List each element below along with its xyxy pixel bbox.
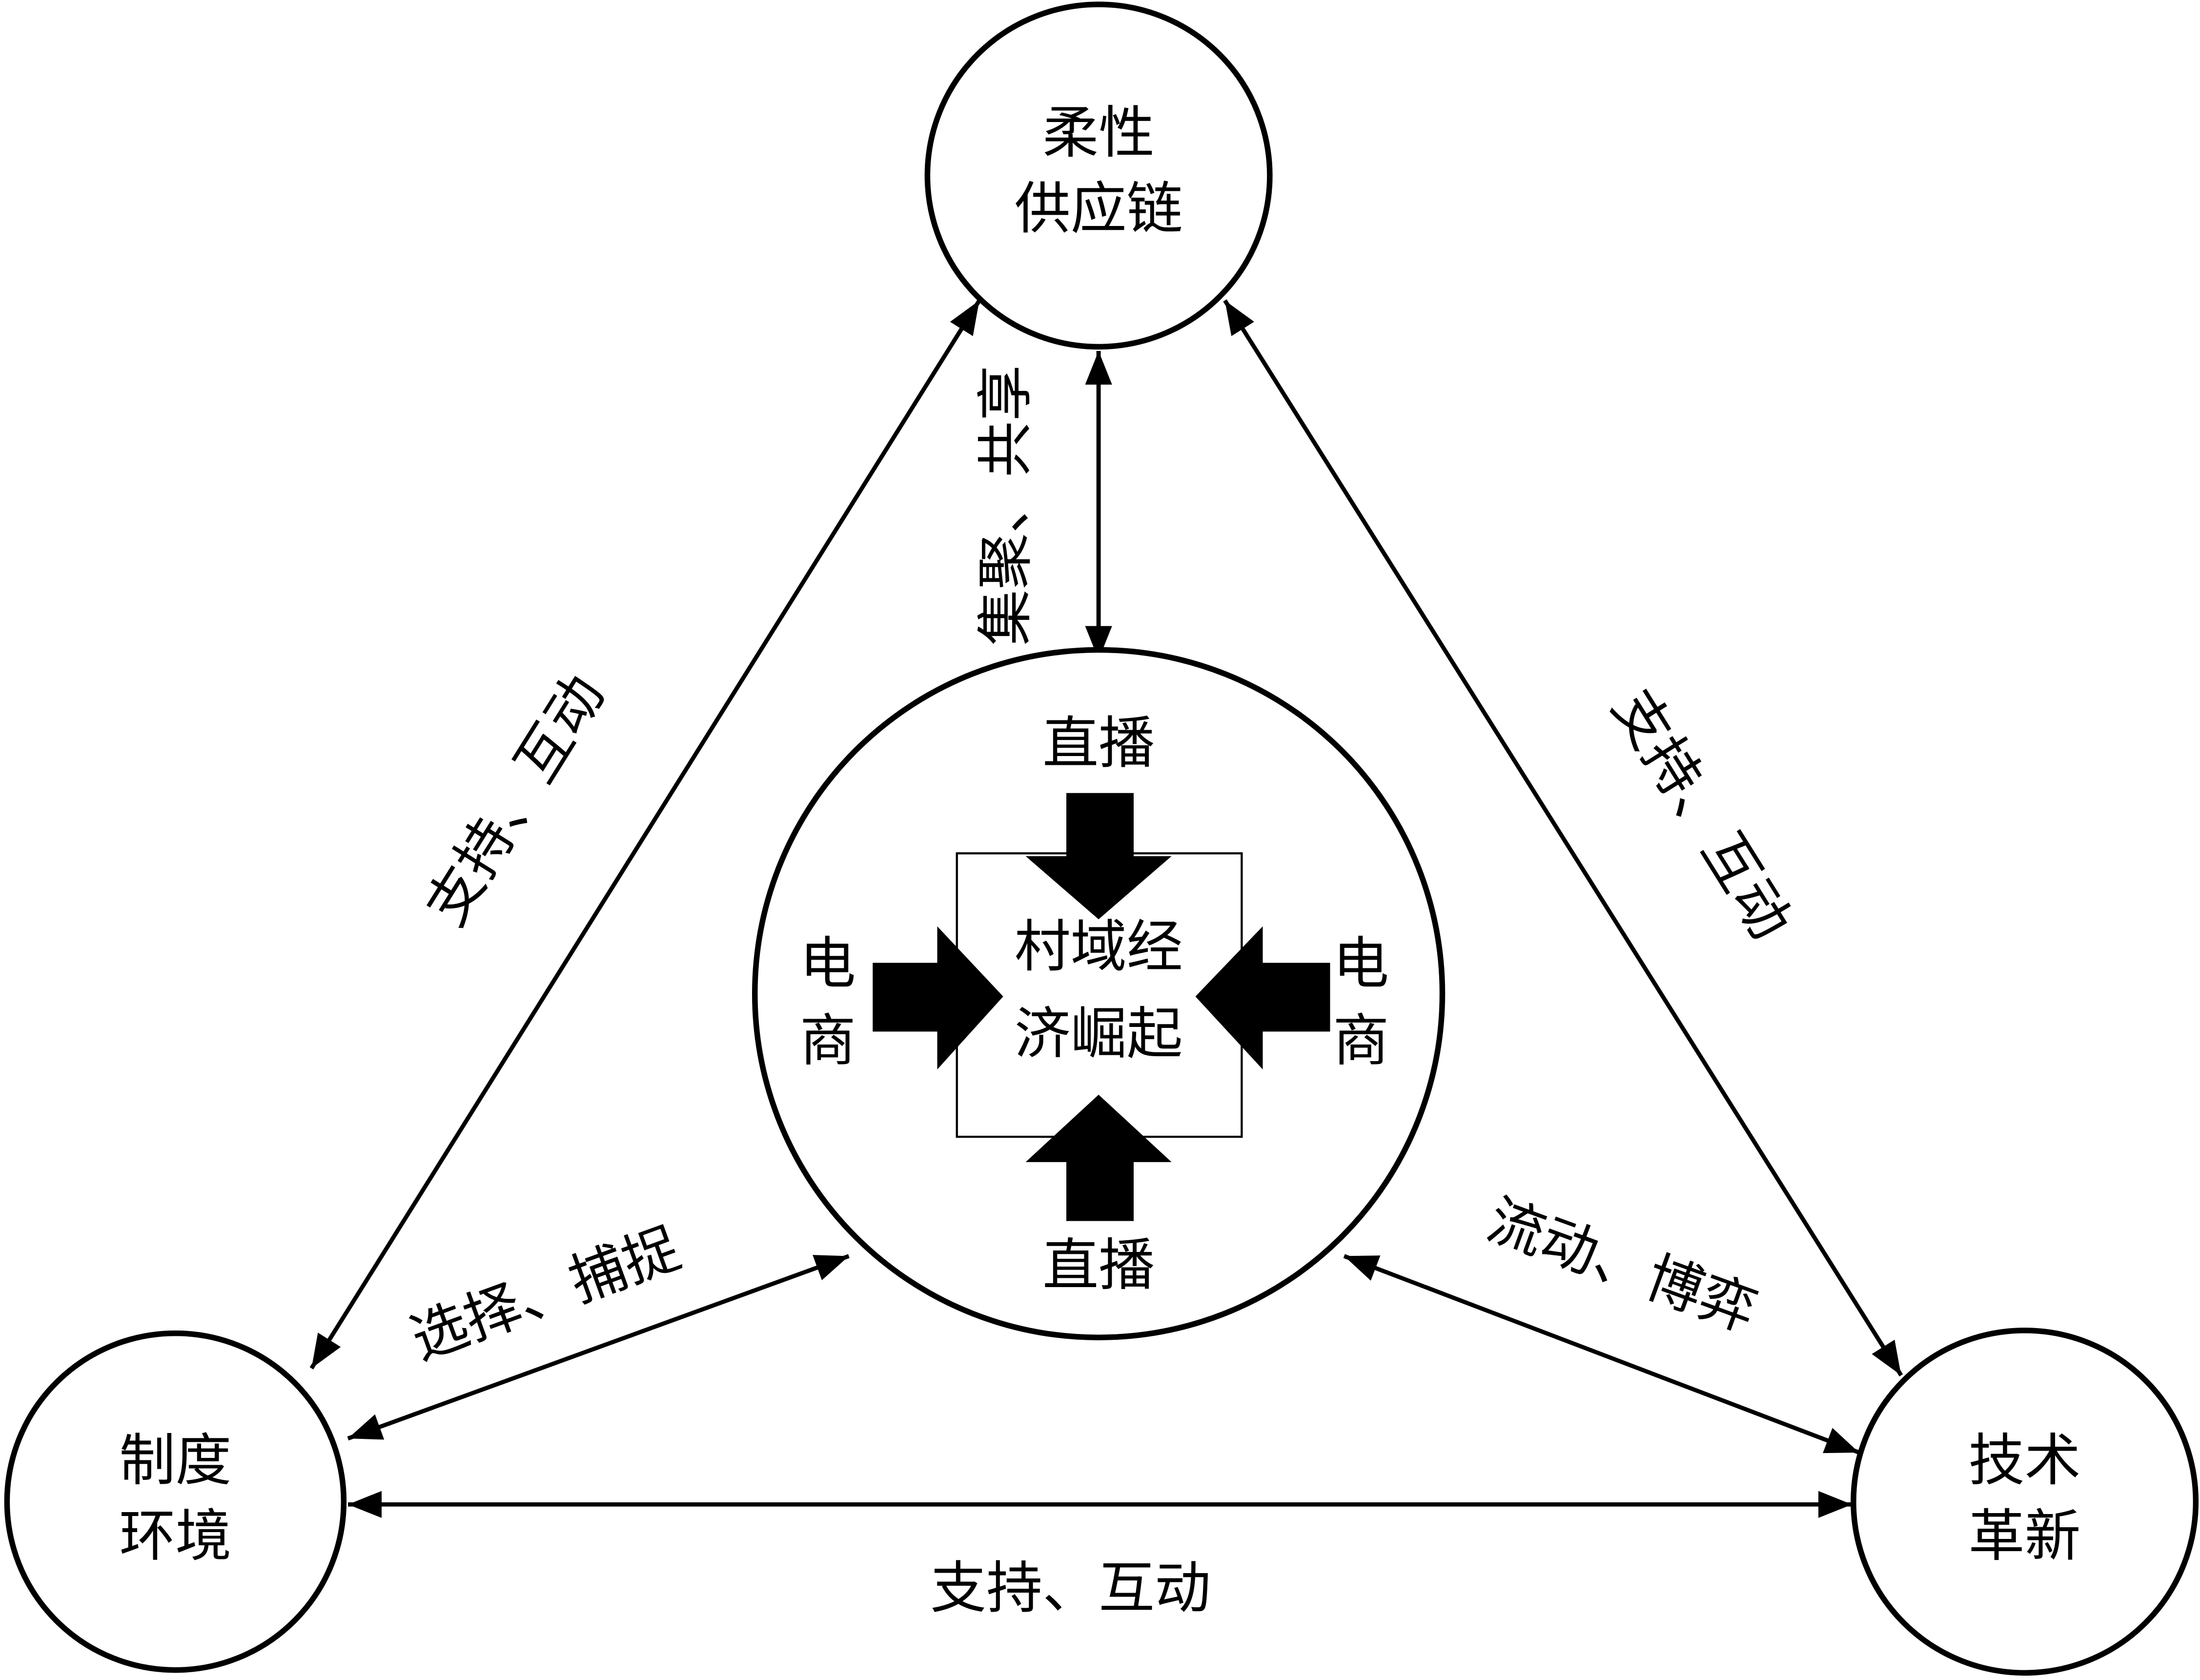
driver-top-label: 直播: [1042, 711, 1155, 776]
node-right-circle: [1851, 1328, 2199, 1676]
block-arrow-up: [1025, 1094, 1172, 1221]
edge-right-top: [1223, 299, 1903, 1377]
driver-right-label-1: 电: [1333, 931, 1389, 997]
node-left-label-2: 环境: [119, 1504, 231, 1569]
node-top-circle: [924, 1, 1273, 350]
node-center-circle: [752, 647, 1446, 1340]
edge-label-right-top: 支持、互动: [1600, 678, 1804, 951]
edge-label-center-right: 流动、博弈: [1479, 1187, 1765, 1345]
node-top-label-1: 柔性: [1042, 101, 1155, 166]
node-right-label-2: 革新: [1969, 1504, 2081, 1569]
edge-left-center: [347, 1254, 850, 1441]
edge-center-right: [1343, 1254, 1860, 1455]
edge-label-bottom: 支持、互动: [930, 1556, 1211, 1621]
block-arrow-right: [873, 926, 1003, 1070]
node-right-label-1: 技术: [1969, 1428, 2081, 1493]
driver-left-label-1: 电: [800, 931, 856, 997]
block-arrow-left: [1195, 926, 1330, 1070]
driver-bottom-label: 直播: [1042, 1233, 1155, 1298]
block-arrow-down: [1025, 793, 1172, 920]
edge-left-top: [309, 299, 981, 1370]
node-left-label-1: 制度: [119, 1428, 231, 1493]
driver-left-label-2: 商: [800, 1008, 856, 1074]
driver-right-label-2: 商: [1333, 1008, 1389, 1074]
node-top-label-2: 供应链: [1015, 176, 1183, 242]
node-center-label-2: 济崛起: [1015, 1001, 1183, 1066]
node-center-label-1: 村域经: [1015, 914, 1183, 980]
node-left-circle: [4, 1330, 347, 1673]
edge-label-top-center: 集聚、共享: [973, 365, 1039, 646]
edge-label-left-top: 支持、互动: [413, 664, 617, 937]
edge-label-left-center: 选择、捕捉: [403, 1215, 689, 1373]
